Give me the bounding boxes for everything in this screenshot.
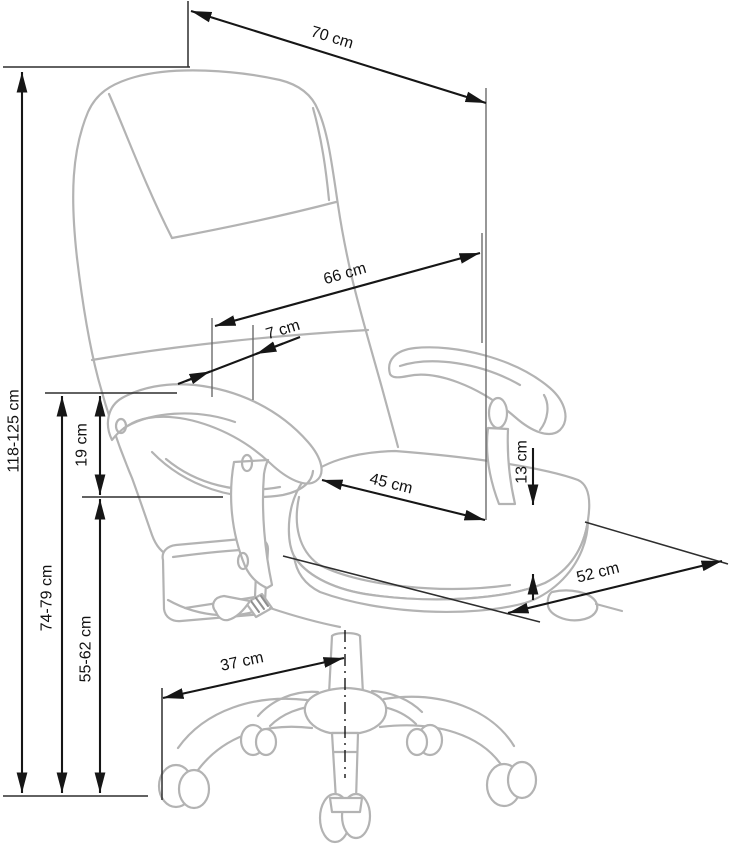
- extension-line-right: [584, 521, 729, 565]
- backrest-seam-lower: [90, 328, 370, 362]
- caster-left-2: [177, 768, 211, 810]
- arrow-inward-left: [185, 370, 211, 385]
- armrest-right-pad: [388, 346, 567, 435]
- lever-grip-knurl: [250, 595, 269, 613]
- dimension-label: 55-62 cm: [78, 616, 95, 683]
- seat-side-face: [292, 518, 590, 614]
- gas-lift-column: [327, 634, 365, 696]
- backrest: [72, 69, 400, 558]
- backrest-seam-upper: [170, 200, 338, 240]
- caster-back-right-2: [405, 727, 429, 757]
- chair-drawing: [72, 69, 624, 844]
- dimension-arrow: [214, 251, 481, 328]
- dimension-armrest-above-seat: 19 cm: [74, 396, 223, 498]
- backrest-outline-right: [72, 69, 400, 449]
- armrest-left-pivot: [240, 453, 254, 473]
- caster-front-fork: [328, 796, 364, 814]
- extension-line-left: [282, 555, 541, 623]
- gas-lift: [327, 631, 365, 696]
- dimension-annotations: 70 cm 118-125 cm 74-79 cm 19 cm 55-62 cm: [3, 1, 729, 800]
- armrest-left-post: [230, 458, 274, 590]
- caster-right-2: [506, 760, 538, 800]
- armrest-right-pivot: [487, 396, 509, 430]
- armrest-right-pad-piping: [398, 360, 549, 432]
- dimension-label: 66 cm: [322, 260, 369, 288]
- armrest-left: [106, 383, 323, 590]
- dimension-seat-floor-height: 55-62 cm: [78, 499, 106, 793]
- dimension-arrow: [190, 9, 487, 105]
- dimension-arrow: [162, 656, 345, 700]
- dimension-backrest-width: 66 cm: [211, 233, 483, 397]
- seat-piping-seam: [295, 495, 512, 591]
- armrest-left-pad: [106, 383, 323, 485]
- lever-handle: [212, 594, 252, 622]
- dimension-label: 70 cm: [309, 24, 356, 53]
- dimension-armrest-floor-height: 74-79 cm: [39, 392, 177, 793]
- dimension-label: 74-79 cm: [39, 565, 56, 632]
- arrow-inward-right: [255, 341, 284, 355]
- backrest-seam-diagonal: [107, 92, 174, 240]
- backrest-outline-left: [75, 256, 172, 558]
- dimension-label: 19 cm: [74, 423, 91, 467]
- gas-lift-top: [330, 631, 362, 638]
- dimension-label: 13 cm: [514, 440, 531, 484]
- dimension-label: 37 cm: [219, 649, 265, 675]
- lever-rod: [268, 606, 342, 629]
- armrest-left-post-hole: [236, 551, 250, 571]
- dimension-overall-height: 118-125 cm: [3, 72, 148, 797]
- dimension-arrow: [321, 478, 486, 522]
- armrest-left-end-hole: [114, 417, 128, 435]
- dimension-label: 52 cm: [575, 559, 621, 586]
- backrest-side-fold: [311, 106, 331, 202]
- base-leg-right: [378, 695, 516, 768]
- seat: [287, 449, 591, 614]
- mechanism-rod: [594, 602, 624, 613]
- armrest-left-loop: [150, 450, 315, 499]
- dimension-arrow: [507, 559, 723, 615]
- armrest-left-pad-piping: [122, 412, 237, 430]
- base: [157, 686, 538, 844]
- caster-back-left-2: [254, 727, 278, 757]
- mechanism-bracket: [546, 589, 599, 622]
- seat-top-face: [287, 449, 591, 601]
- armrest-right-post: [485, 426, 517, 506]
- armrest-right: [388, 346, 567, 506]
- dimension-label: 118-125 cm: [6, 389, 23, 472]
